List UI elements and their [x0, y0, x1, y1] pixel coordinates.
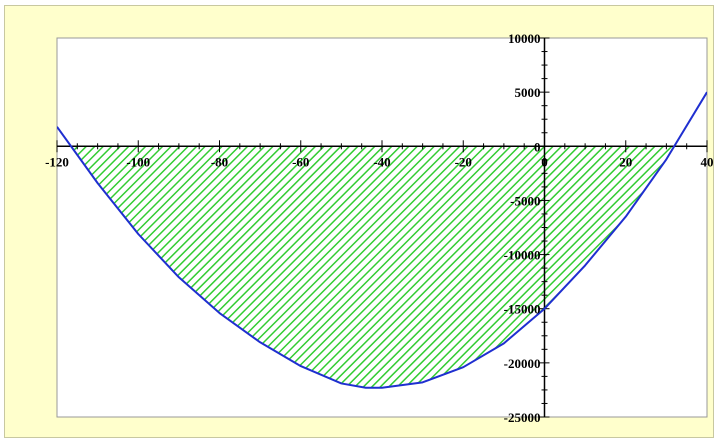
- parabola-chart: -120 -100 -80 -60 -40 -20 0 20 40 10000 5000 0 -5000…: [45, 31, 714, 425]
- series-curve: [57, 91, 707, 389]
- x-tick-label: 40: [701, 154, 714, 169]
- y-tick-label: 10000: [508, 31, 541, 46]
- x-tick-label: -100: [126, 154, 150, 169]
- x-tick-label: -80: [211, 154, 228, 169]
- x-tick-label: -60: [292, 154, 309, 169]
- x-tick-label: -20: [455, 154, 472, 169]
- y-tick-label: 0: [534, 139, 541, 154]
- y-tick-label: -20000: [504, 356, 541, 371]
- x-tick-label: -120: [45, 154, 69, 169]
- y-tick-label: -15000: [504, 302, 541, 317]
- y-tick-label: -10000: [504, 248, 541, 263]
- shaded-region: [71, 146, 675, 388]
- x-tick-label: 20: [619, 154, 632, 169]
- x-tick-label: -40: [373, 154, 390, 169]
- y-tick-label: -25000: [504, 410, 541, 425]
- y-tick-label: 5000: [515, 85, 541, 100]
- y-tick-label: -5000: [510, 193, 540, 208]
- x-tick-label: 0: [541, 154, 548, 169]
- chart-frame: -120 -100 -80 -60 -40 -20 0 20 40 10000 5000 0 -5000…: [4, 5, 714, 438]
